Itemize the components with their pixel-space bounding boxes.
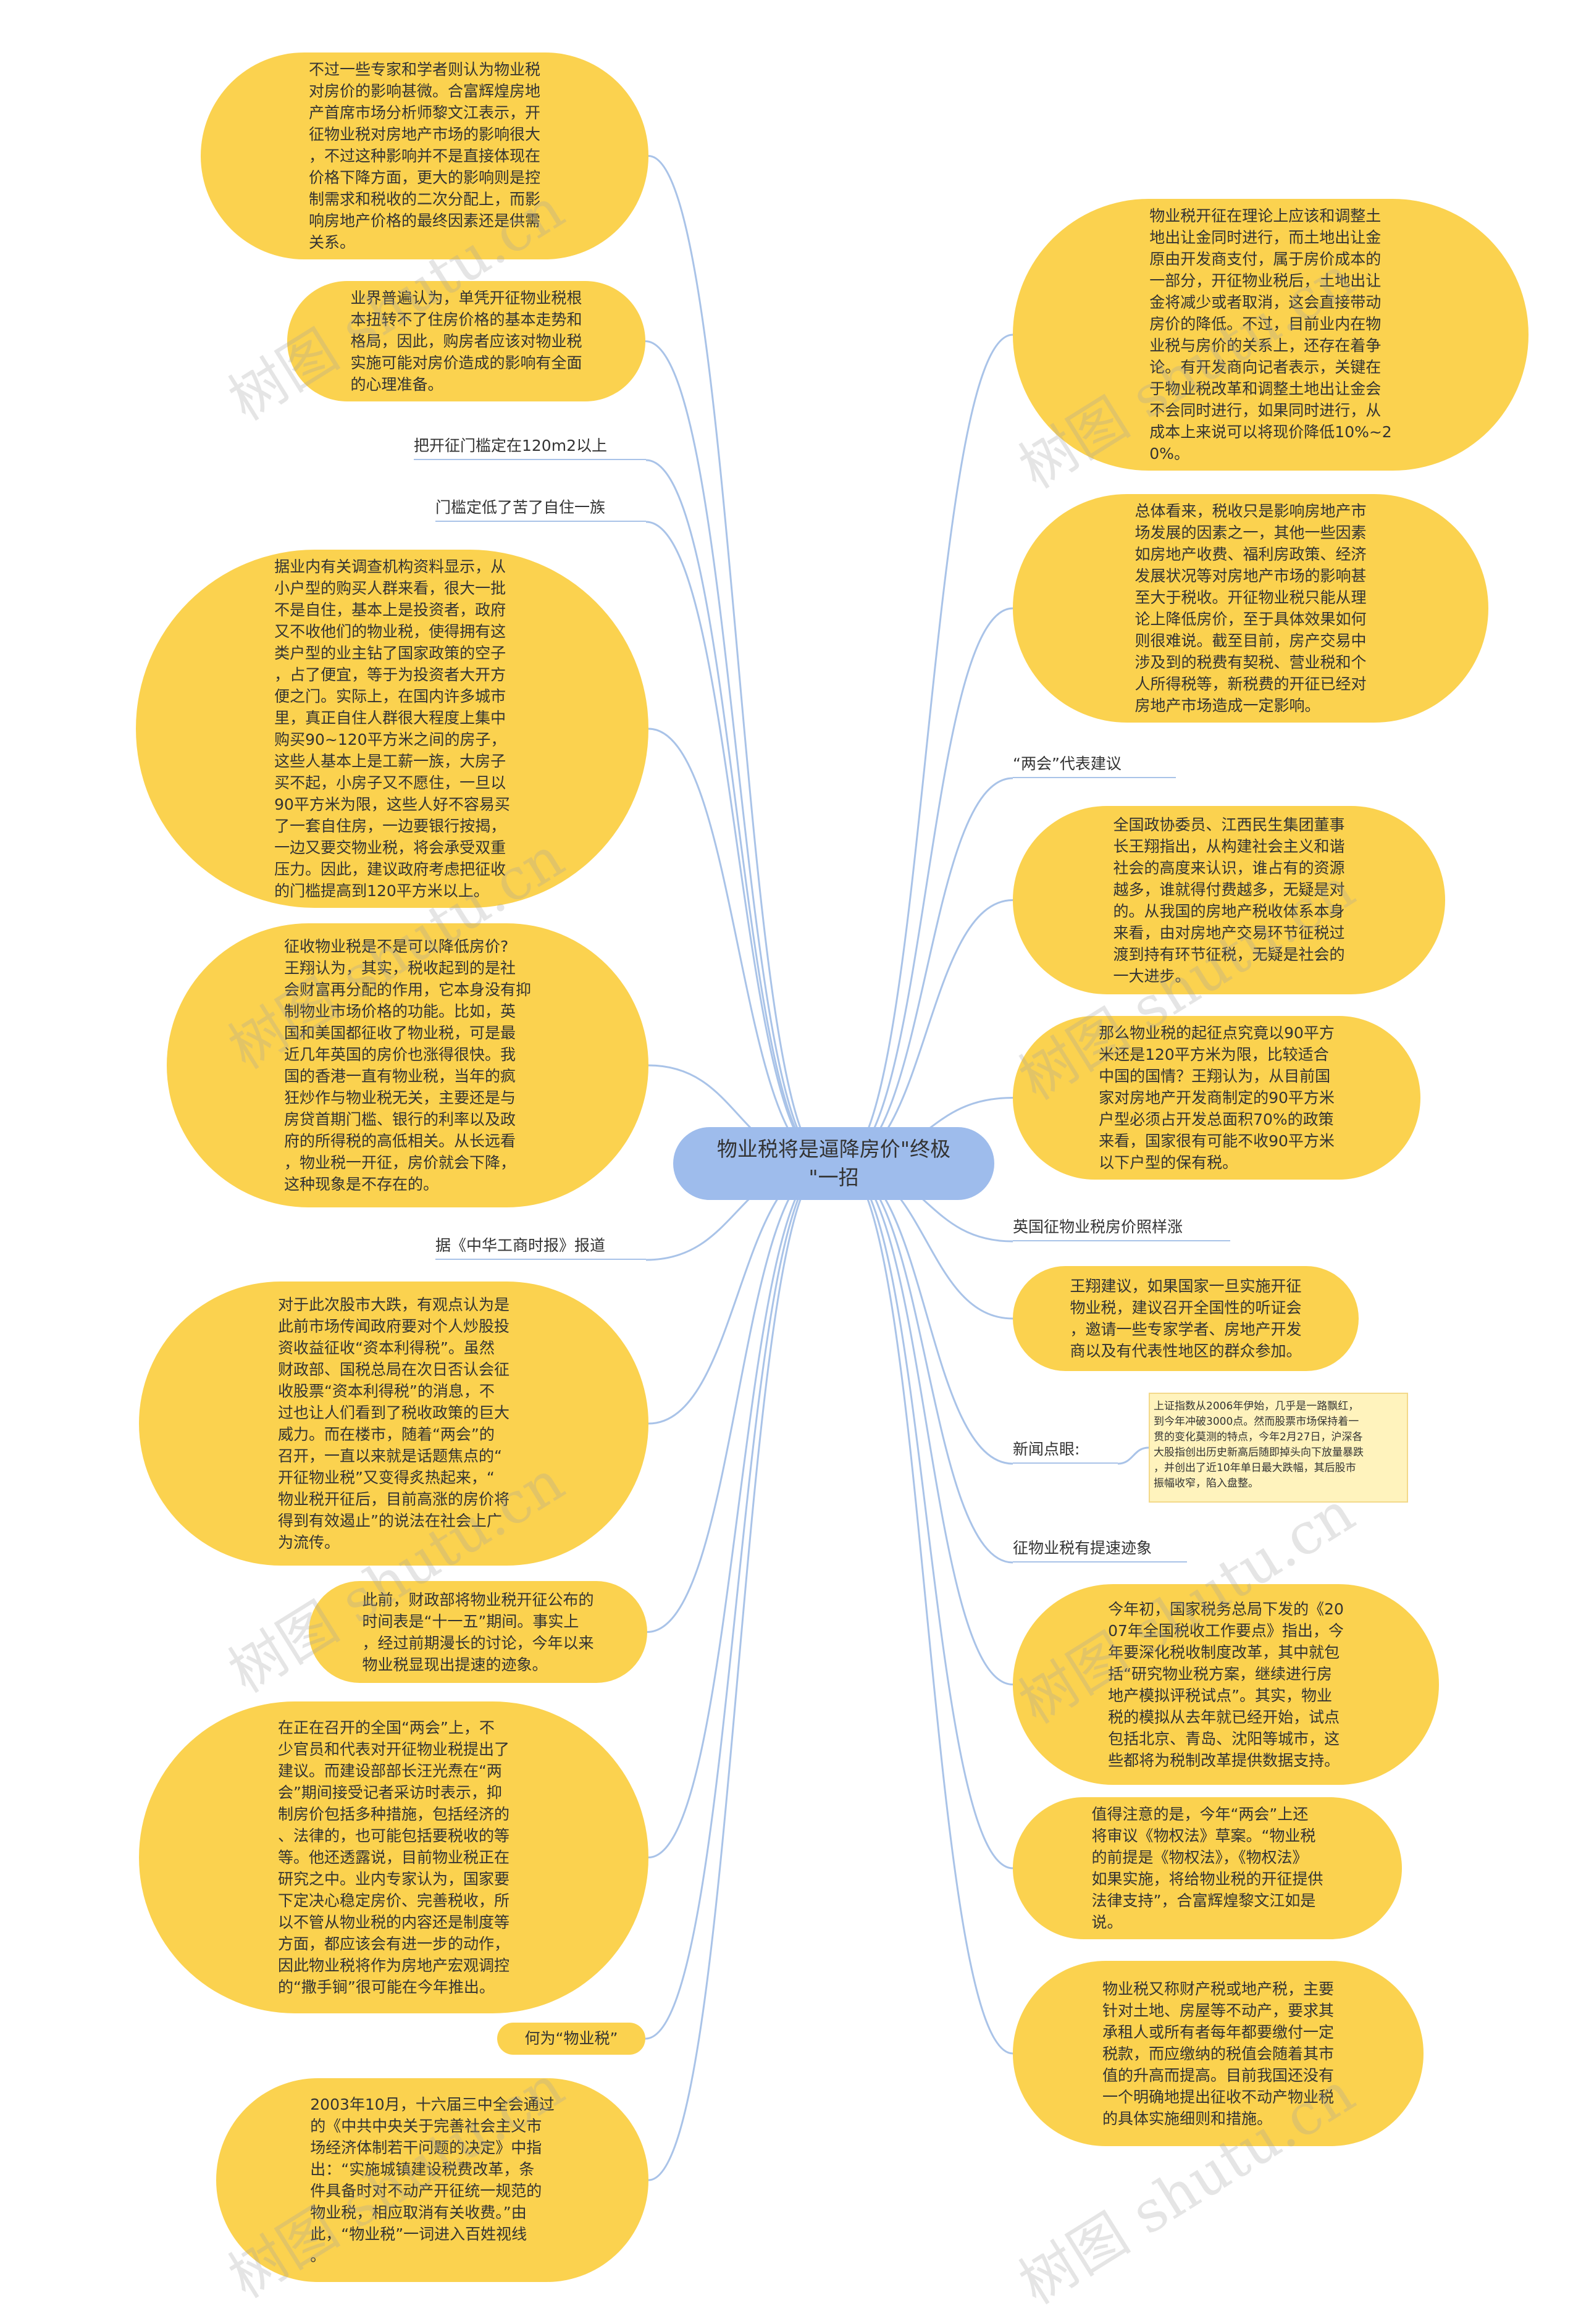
right-node-4[interactable]: 全国政协委员、江西民生集团董事 长王翔指出，从构建社会主义和谐 社会的高度来认识… [1013, 806, 1445, 994]
left-node-1[interactable]: 不过一些专家和学者则认为物业税 对房价的影响甚微。合富辉煌房地 产首席市场分析师… [201, 52, 648, 259]
connector-line [648, 1162, 828, 2181]
right-node-7[interactable]: 王翔建议，如果国家一旦实施开征 物业税，建议召开全国性的听证会 ，邀请一些专家学… [1013, 1266, 1359, 1371]
right-node-10[interactable]: 征物业税有提速迹象 [1013, 1530, 1187, 1563]
left-node-4[interactable]: 门槛定低了苦了自住一族 [435, 490, 646, 522]
right-node-8[interactable]: 新闻点眼: [1013, 1432, 1118, 1464]
right-node-13[interactable]: 物业税又称财产税或地产税，主要 针对土地、房屋等不动产，要求其 承租人或所有者每… [1013, 1961, 1424, 2146]
right-node-1-text: 物业税开征在理论上应该和调整土 地出让金同时进行，而土地出让金 原由开发商支付，… [1149, 207, 1392, 463]
connector-line [839, 1162, 1013, 1869]
right-node-2-text: 总体看来，税收只是影响房地产市 场发展的因素之一，其他一些因素 如房地产收费、福… [1134, 502, 1367, 715]
right-node-13-text: 物业税又称财产税或地产税，主要 针对土地、房屋等不动产，要求其 承租人或所有者每… [1102, 1979, 1334, 2128]
connector-line [648, 728, 828, 1165]
right-node-10-text: 征物业税有提速迹象 [1013, 1539, 1152, 1557]
left-node-9-text: 此前，财政部将物业税开征公布的 时间表是“十一五”期间。事实上 ，经过前期漫长的… [362, 1590, 594, 1674]
connector-line [647, 1162, 828, 1633]
central-topic[interactable]: 物业税将是逼降房价"终极 "一招 [673, 1127, 994, 1200]
connector-line [648, 1162, 828, 1425]
connector-line [839, 1162, 1013, 1564]
left-node-2-text: 业界普遍认为，单凭开征物业税根 本扭转不了住房价格的基本走势和 格局，因此，购房… [350, 289, 582, 393]
left-node-6[interactable]: 征收物业税是不是可以降低房价? 王翔认为，其实，税收起到的是社 会财富再分配的作… [167, 923, 648, 1207]
connector-line [839, 333, 1013, 1165]
left-node-12[interactable]: 2003年10月，十六届三中全会通过 的《中共中央关于完善社会主义市 场经济体制… [216, 2078, 648, 2282]
right-node-4-text: 全国政协委员、江西民生集团董事 长王翔指出，从构建社会主义和谐 社会的高度来认识… [1113, 815, 1345, 985]
right-node-2[interactable]: 总体看来，税收只是影响房地产市 场发展的因素之一，其他一些因素 如房地产收费、福… [1013, 494, 1488, 723]
connector-line [645, 521, 828, 1165]
left-node-9[interactable]: 此前，财政部将物业税开征公布的 时间表是“十一五”期间。事实上 ，经过前期漫长的… [309, 1581, 647, 1683]
left-node-3-text: 把开征门槛定在120m2以上 [414, 437, 607, 455]
right-node-5-text: 那么物业税的起征点究竟以90平方 米还是120平方米为限，比较适合 中国的国情？… [1099, 1024, 1335, 1172]
connector-line [839, 777, 1013, 1165]
right-node-6[interactable]: 英国征物业税房价照样涨 [1013, 1209, 1230, 1241]
right-node-5[interactable]: 那么物业税的起征点究竟以90平方 米还是120平方米为限，比较适合 中国的国情？… [1013, 1016, 1420, 1180]
left-node-8-text: 对于此次股市大跌，有观点认为是 此前市场传闻政府要对个人炒股投 资收益征收“资本… [277, 1296, 510, 1551]
left-node-11[interactable]: 何为“物业税” [497, 2023, 645, 2055]
right-node-6-text: 英国征物业税房价照样涨 [1013, 1218, 1183, 1236]
left-node-2[interactable]: 业界普遍认为，单凭开征物业税根 本扭转不了住房价格的基本走势和 格局，因此，购房… [287, 281, 645, 401]
left-node-1-text: 不过一些专家和学者则认为物业税 对房价的影响甚微。合富辉煌房地 产首席市场分析师… [308, 61, 540, 251]
right-node-11-text: 今年初，国家税务总局下发的《20 07年全国税收工作要点》指出，今 年要深化税收… [1108, 1600, 1344, 1769]
connector-line [1117, 1446, 1149, 1465]
left-node-7-text: 据《中华工商时报》报道 [435, 1236, 606, 1254]
connector-line [645, 1162, 828, 2040]
left-node-10-text: 在正在召开的全国“两会”上，不 少官员和代表对开征物业税提出了 建议。而建设部部… [277, 1719, 510, 1996]
left-node-6-text: 征收物业税是不是可以降低房价? 王翔认为，其实，税收起到的是社 会财富再分配的作… [283, 938, 531, 1193]
connector-line [839, 607, 1013, 1165]
central-topic-label: 物业税将是逼降房价"终极 "一招 [716, 1137, 951, 1189]
left-node-3[interactable]: 把开征门槛定在120m2以上 [414, 428, 646, 460]
left-node-5-text: 据业内有关调查机构资料显示，从 小户型的购买人群来看，很大一批 不是自住，基本上… [274, 558, 510, 900]
left-node-7[interactable]: 据《中华工商时报》报道 [435, 1228, 646, 1260]
left-node-11-text: 何为“物业税” [524, 2029, 618, 2047]
left-node-5[interactable]: 据业内有关调查机构资料显示，从 小户型的购买人群来看，很大一批 不是自住，基本上… [136, 550, 648, 908]
left-node-8[interactable]: 对于此次股市大跌，有观点认为是 此前市场传闻政府要对个人炒股投 资收益征收“资本… [139, 1282, 648, 1566]
left-node-12-text: 2003年10月，十六届三中全会通过 的《中共中央关于完善社会主义市 场经济体制… [310, 2095, 555, 2265]
right-node-3[interactable]: “两会”代表建议 [1013, 746, 1176, 778]
right-node-8-text: 新闻点眼: [1013, 1440, 1080, 1458]
right-node-9-note[interactable]: 上证指数从2006年伊始，几乎是一路飘红， 到今年冲破3000点。然而股票市场保… [1149, 1393, 1408, 1503]
right-node-12[interactable]: 值得注意的是，今年“两会”上还 将审议《物权法》草案。“物业税 的前提是《物权法… [1013, 1797, 1402, 1939]
connector-line [839, 899, 1013, 1165]
connector-line [648, 155, 828, 1165]
left-node-4-text: 门槛定低了苦了自住一族 [435, 498, 606, 516]
left-node-10[interactable]: 在正在召开的全国“两会”上，不 少官员和代表对开征物业税提出了 建议。而建设部部… [139, 1701, 648, 2013]
connector-line [648, 1162, 828, 1858]
right-node-11[interactable]: 今年初，国家税务总局下发的《20 07年全国税收工作要点》指出，今 年要深化税收… [1013, 1584, 1439, 1785]
connector-line [839, 1162, 1013, 2055]
right-node-7-text: 王翔建议，如果国家一旦实施开征 物业税，建议召开全国性的听证会 ，邀请一些专家学… [1070, 1277, 1302, 1360]
right-node-9-text: 上证指数从2006年伊始，几乎是一路飘红， 到今年冲破3000点。然而股票市场保… [1154, 1400, 1364, 1490]
connector-line [645, 459, 828, 1165]
right-node-3-text: “两会”代表建议 [1013, 755, 1122, 773]
right-node-12-text: 值得注意的是，今年“两会”上还 将审议《物权法》草案。“物业税 的前提是《物权法… [1091, 1805, 1323, 1931]
connector-line [645, 340, 828, 1165]
right-node-1[interactable]: 物业税开征在理论上应该和调整土 地出让金同时进行，而土地出让金 原由开发商支付，… [1013, 199, 1529, 471]
